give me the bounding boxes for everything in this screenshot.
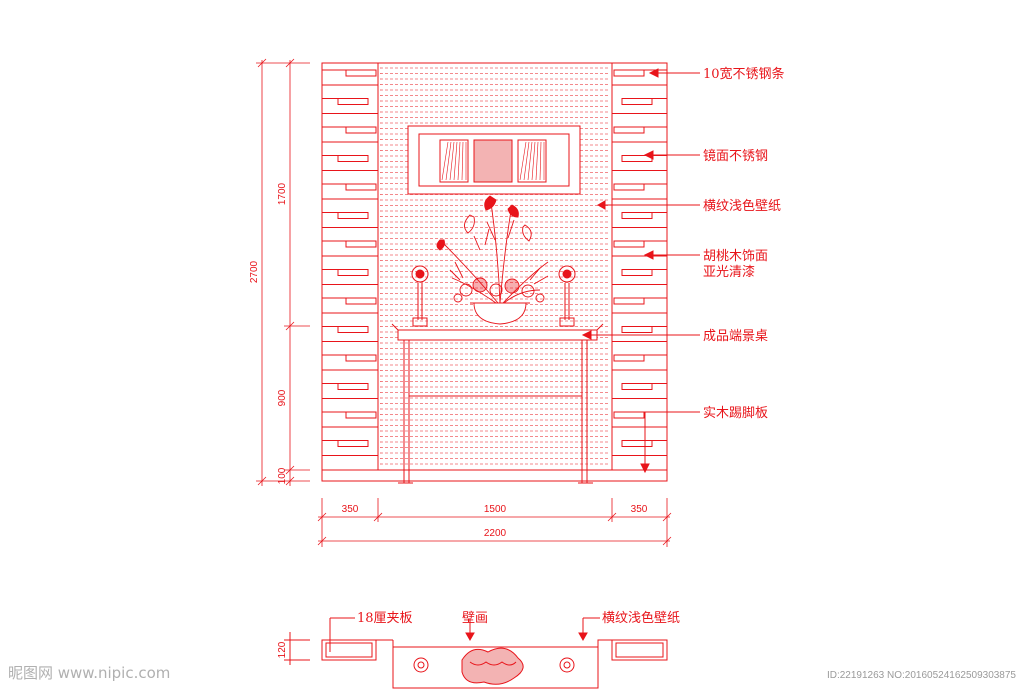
plan-right-panel	[611, 639, 668, 661]
label-console-table: 成品端景桌	[703, 329, 768, 344]
painting-panel-right	[517, 139, 547, 183]
label-stainless-strip: 10宽不锈钢条	[703, 66, 785, 82]
dimension-texts: 2700 1700 900 100 350 1500 350 2200 120	[249, 182, 648, 658]
dim-center-width: 1500	[484, 504, 507, 515]
plan-lamp-left	[413, 657, 429, 673]
wall-elevation	[256, 58, 700, 689]
plan-lamp-right	[559, 657, 575, 673]
plan-flower	[461, 647, 524, 685]
plan-left-panel	[321, 639, 377, 661]
dim-total-width: 2200	[484, 528, 507, 539]
lamp-left	[411, 265, 429, 327]
watermark: 昵图网 www.nipic.com ID:22191263 NO:2016052…	[8, 664, 1016, 682]
label-plan-wallpaper: 横纹浅色壁纸	[602, 610, 680, 626]
label-wallpaper: 横纹浅色壁纸	[703, 198, 781, 214]
lamp-right	[558, 265, 576, 327]
watermark-site: 昵图网 www.nipic.com	[8, 664, 170, 682]
dim-upper-height: 1700	[277, 182, 288, 205]
walnut-side-panels	[322, 69, 667, 456]
watermark-id: ID:22191263 NO:20160524162509303875	[827, 670, 1016, 681]
wallpaper-panel	[377, 62, 613, 471]
label-walnut-veneer: 胡桃木饰面	[703, 249, 768, 264]
label-skirting: 实木踢脚板	[703, 405, 768, 421]
annotations: 10宽不锈钢条 镜面不锈钢 横纹浅色壁纸 胡桃木饰面 亚光清漆 成品端景桌 实木…	[357, 66, 785, 626]
label-mirror-stainless: 镜面不锈钢	[703, 149, 768, 164]
dim-right-width: 350	[631, 504, 648, 515]
label-matte-varnish: 亚光清漆	[703, 264, 755, 280]
horizontal-dimensions	[317, 498, 672, 547]
leader-lines	[581, 68, 700, 474]
wall-painting	[407, 125, 581, 195]
label-painting: 壁画	[462, 611, 488, 626]
painting-panel-left	[439, 139, 469, 183]
painting-panel-center	[473, 139, 513, 183]
label-plywood: 18厘夹板	[357, 611, 413, 626]
dim-total-height: 2700	[249, 260, 260, 283]
flower-arrangement	[436, 195, 549, 325]
vertical-dimensions	[256, 58, 310, 486]
dim-plan-depth: 120	[277, 641, 288, 658]
dim-middle-height: 900	[277, 389, 288, 406]
plan-section	[284, 617, 668, 689]
dim-left-width: 350	[342, 504, 359, 515]
dim-base-height: 100	[277, 467, 288, 484]
console-table	[391, 323, 604, 484]
